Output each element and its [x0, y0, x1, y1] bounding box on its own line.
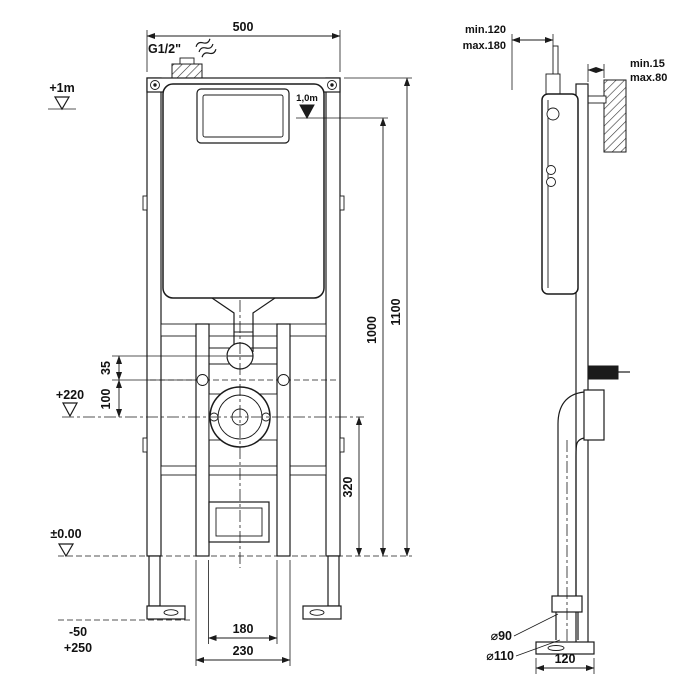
cistern-port: [546, 177, 556, 187]
dim-35-label: 35: [99, 361, 113, 375]
outlet-casing-side: [583, 389, 605, 441]
frame-lower-crossbar: [160, 465, 327, 476]
rail-clip: [339, 437, 345, 453]
dim-230-label: 230: [233, 644, 254, 658]
frame-left-rail: [146, 77, 162, 557]
cistern-side: [541, 93, 579, 295]
wall-bracket-rod: [585, 95, 607, 104]
dim-120-label: 120: [555, 652, 576, 666]
crossbar-screw-center: [153, 83, 157, 87]
dimensions: 500 G1/2" +1m 1,0m 35 100 +220 320: [48, 20, 667, 674]
wall-min-label: min.15: [630, 58, 665, 70]
frame-mid-crossbar: [160, 323, 327, 337]
adjust-plus250-label: +250: [64, 641, 92, 655]
dim-500-label: 500: [233, 20, 254, 34]
frame-right-rail: [325, 77, 341, 557]
dim-1000-label: 1000: [365, 316, 379, 344]
supply-thread-label: G1/2": [148, 42, 181, 56]
dim-1100-label: 1100: [389, 298, 403, 325]
right-strut: [276, 323, 291, 557]
level-marker-plus1m: [53, 96, 71, 111]
side-foot-slot: [547, 645, 565, 651]
right-foot-plate: [302, 605, 342, 620]
dim-100-label: 100: [99, 389, 113, 410]
level-marker-plus220: [61, 402, 79, 418]
crossbar-screw: [327, 80, 337, 90]
side-view: [511, 34, 630, 655]
pan-mounting-hole: [277, 374, 290, 386]
drain-bend-housing-inner: [215, 507, 263, 537]
drain-bend-housing: [208, 501, 270, 543]
left-leg: [148, 555, 161, 607]
side-foot-plate: [535, 641, 595, 655]
crossbar-screw-center: [330, 83, 334, 87]
left-strut: [195, 323, 210, 557]
rail-clip: [339, 195, 345, 211]
flush-pipe: [211, 297, 276, 352]
cistern-port: [546, 165, 556, 175]
rail-clip: [142, 195, 148, 211]
water-supply-stub: [179, 57, 195, 65]
dia-110-label: ⌀110: [486, 649, 514, 663]
front-view: [142, 57, 345, 620]
outlet-bend-pipe: [557, 391, 585, 596]
level-marker-zero: [57, 543, 75, 558]
level-marker-1m: [299, 104, 315, 120]
pan-bracket-arm: [587, 365, 619, 380]
cistern-port: [546, 107, 560, 121]
dia-90-label: ⌀90: [491, 629, 512, 643]
dim-180-label: 180: [233, 622, 254, 636]
drain-pipe-lower: [555, 612, 579, 640]
right-leg: [327, 555, 340, 607]
level-plus220-label: +220: [56, 388, 84, 402]
depth-max-label: max.180: [463, 40, 506, 52]
flush-plate-window-inner: [202, 94, 284, 138]
foot-slot: [309, 609, 325, 616]
depth-min-label: min.120: [465, 24, 506, 36]
level-1m-label: 1,0m: [296, 93, 318, 104]
pan-mounting-hole: [196, 374, 209, 386]
fill-valve-stub: [545, 73, 561, 95]
foot-slot: [163, 609, 179, 616]
water-flow-icon: [195, 38, 217, 58]
water-supply-fitting: [171, 63, 203, 79]
rail-clip: [142, 437, 148, 453]
level-plus1m-label: +1m: [49, 81, 74, 95]
crossbar-screw: [150, 80, 160, 90]
flush-plate-window: [196, 88, 290, 144]
level-zero-label: ±0.00: [50, 527, 81, 541]
dim-320-label: 320: [341, 477, 355, 498]
wall-max-label: max.80: [630, 72, 667, 84]
adjust-minus50-label: -50: [69, 625, 87, 639]
wall-block: [603, 79, 627, 153]
left-foot-plate: [146, 605, 186, 620]
